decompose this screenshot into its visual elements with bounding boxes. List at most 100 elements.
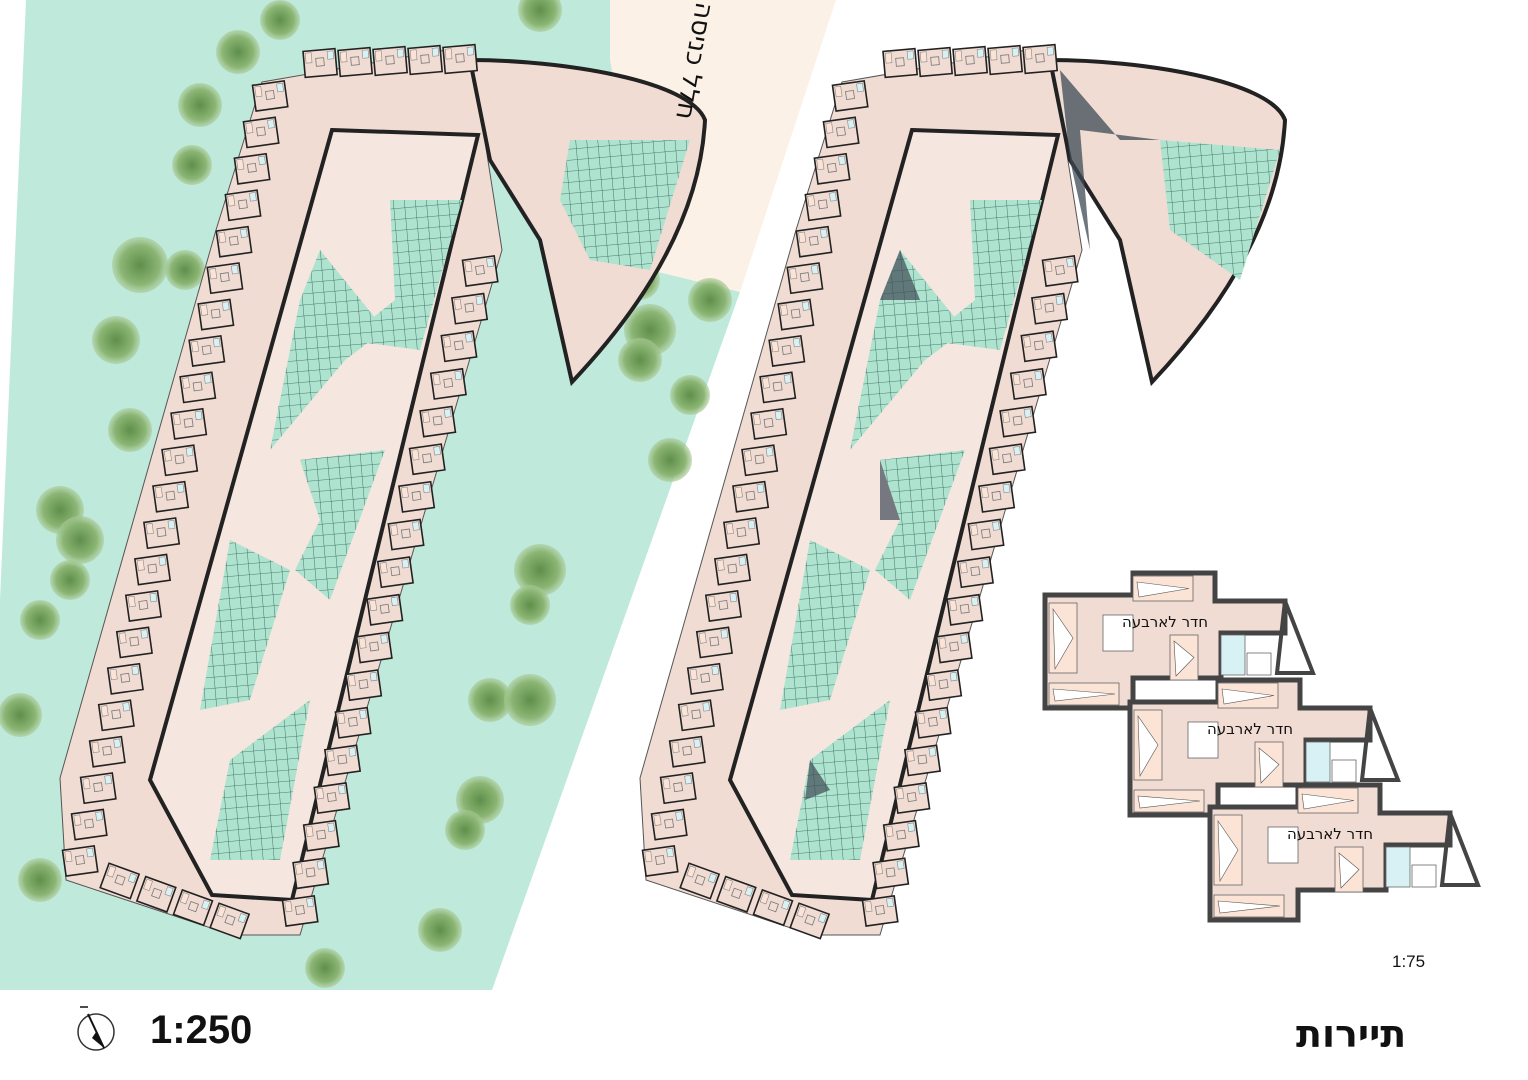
sink-icon [1331,759,1357,783]
guest-room-unit [752,888,794,927]
table-with-chairs-icon [1267,826,1299,864]
guest-room-unit [789,902,831,940]
bed-icon [1297,787,1359,814]
guest-room-unit [197,298,235,331]
tree-icon [518,0,562,32]
guest-room-unit [79,772,117,805]
guest-room-unit [408,443,446,476]
courtyard-5 [210,700,310,860]
entrance-wing [1047,57,1288,387]
shower-icon [1385,846,1411,888]
four-person-room: חדר לארבעה [1207,782,1481,923]
entrance-garden [560,140,690,270]
guest-room-unit [1009,367,1047,400]
guest-room-unit [135,875,177,913]
unit-detail-scale: 1:75 [1392,952,1426,971]
guest-room-unit [903,744,942,777]
guest-room-unit [461,254,499,287]
guest-room-unit [935,631,973,664]
guest-room-unit [334,706,372,739]
tree-icon [648,438,692,482]
bed-icon [1169,634,1199,681]
tree-icon [108,408,152,452]
guest-room-unit [813,152,851,185]
guest-room-unit [172,888,214,927]
guest-room-unit [450,292,489,325]
sink-icon [1411,864,1437,888]
guest-room-unit [313,782,351,815]
guest-room-unit [337,46,374,78]
guest-room-unit [759,371,797,404]
guest-room-unit [768,334,806,367]
room-label: חדר לארבעה [1122,613,1208,631]
guest-room-unit [209,902,251,940]
sheet-title: תיירות [1296,1012,1407,1056]
guest-room-unit [978,480,1016,513]
guest-room-unit [650,808,688,841]
tree-icon [510,585,550,625]
guest-room-unit [215,225,253,258]
bed-icon [1048,602,1078,674]
guest-room-unit [188,334,226,367]
guest-room-unit [741,444,779,477]
site-plan-architectural [639,43,1288,940]
guest-room-unit [786,262,824,295]
bed-icon [1254,741,1284,788]
guest-room-unit [732,480,770,513]
guest-room-unit [133,553,172,586]
guest-room-unit [882,47,919,79]
guest-room-unit [686,662,724,695]
table-with-chairs-icon [1102,614,1134,652]
guest-room-unit [440,330,478,363]
bed-icon [1133,709,1163,781]
guest-room-unit [987,44,1024,76]
bed-icon [1213,814,1243,886]
courtyard-shadow [880,460,900,520]
tree-icon [504,674,556,726]
guest-room-unit [872,857,910,890]
guest-room-unit [345,669,383,702]
north-arrow-icon [74,1004,118,1058]
guest-room-unit [677,699,715,732]
guest-room-unit [925,669,963,702]
guest-room-unit [1041,254,1079,287]
guest-room-unit [713,553,752,586]
tree-icon [418,908,462,952]
guest-room-unit [893,782,931,815]
guest-room-unit [946,593,984,626]
guest-room-unit [170,407,208,440]
tree-icon [305,948,345,988]
courtyard-2 [270,250,385,450]
courtyard-1 [925,200,1042,350]
guest-room-unit [387,518,425,551]
guest-room-unit [224,189,262,222]
guest-room-unit [442,43,479,75]
guest-room-unit [143,517,181,550]
guest-room-unit [372,45,409,77]
site-plan-scale: 1:250 [150,1008,253,1052]
guest-room-unit [704,589,743,622]
guest-room-unit [831,79,869,112]
shower-icon [1305,741,1331,783]
courtyard-3 [875,450,965,600]
guest-room-unit [407,44,444,76]
courtyard-shadow [880,250,920,300]
tree-icon [20,600,60,640]
guest-room-unit [695,626,733,659]
guest-room-unit [115,626,153,659]
sink-icon [1246,652,1272,676]
bed-icon [1213,894,1285,918]
guest-room-unit [956,556,994,589]
site-plan-with-landscape [59,43,708,940]
guest-room-unit [917,46,954,78]
guest-room-unit [641,844,679,877]
guest-room-unit [804,189,842,222]
courtyard-5 [790,700,890,860]
guest-room-unit [715,875,757,913]
four-person-room: חדר לארבעה [1127,677,1401,818]
guest-room-unit [206,262,244,295]
tree-icon [178,83,222,127]
guest-room-unit [429,367,467,400]
tree-icon [670,375,710,415]
